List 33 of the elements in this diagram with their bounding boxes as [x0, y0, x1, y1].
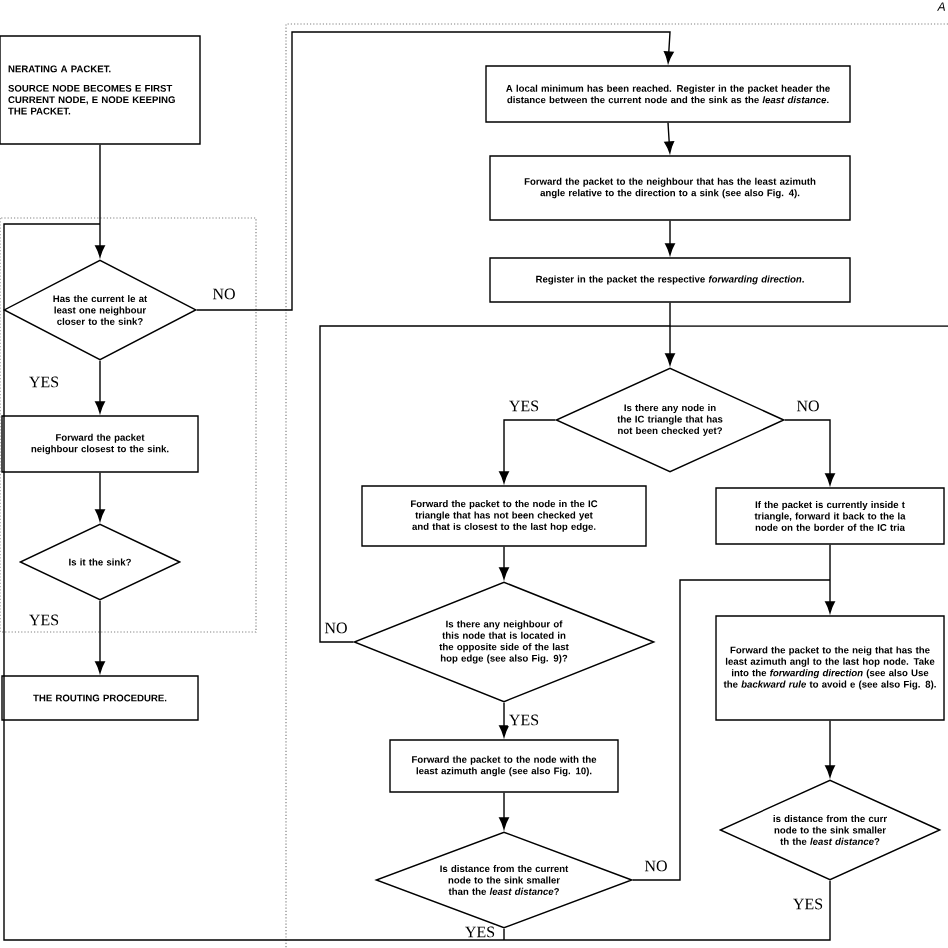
arrow [499, 792, 509, 830]
arrow [95, 472, 105, 522]
edge-label: YES [507, 399, 541, 413]
arrow [499, 702, 509, 738]
edge-label: NO [211, 287, 237, 301]
arrow [825, 720, 835, 778]
edge-label: YES [27, 613, 61, 627]
arrow [95, 360, 105, 414]
line [503, 928, 505, 941]
edge-label: YES [507, 713, 541, 727]
edge-label: YES [27, 375, 61, 389]
edge-label: YES [791, 897, 825, 911]
arrow [499, 546, 509, 580]
edge-label: NO [643, 859, 669, 873]
arrow [196, 31, 674, 311]
arrow [825, 579, 835, 614]
arrow [665, 325, 675, 366]
line [99, 144, 101, 225]
arrow [499, 419, 556, 484]
line [503, 880, 831, 941]
edge-label: YES [463, 925, 497, 939]
arrow [784, 419, 835, 486]
line [632, 579, 831, 881]
edge-label: NO [795, 399, 821, 413]
line [669, 302, 671, 327]
arrow [665, 220, 675, 256]
arrow [95, 600, 105, 674]
arrow [95, 223, 105, 258]
arrow [664, 122, 675, 154]
line [829, 544, 831, 581]
line [669, 325, 948, 327]
edge-label: NO [323, 621, 349, 635]
line [319, 325, 671, 643]
